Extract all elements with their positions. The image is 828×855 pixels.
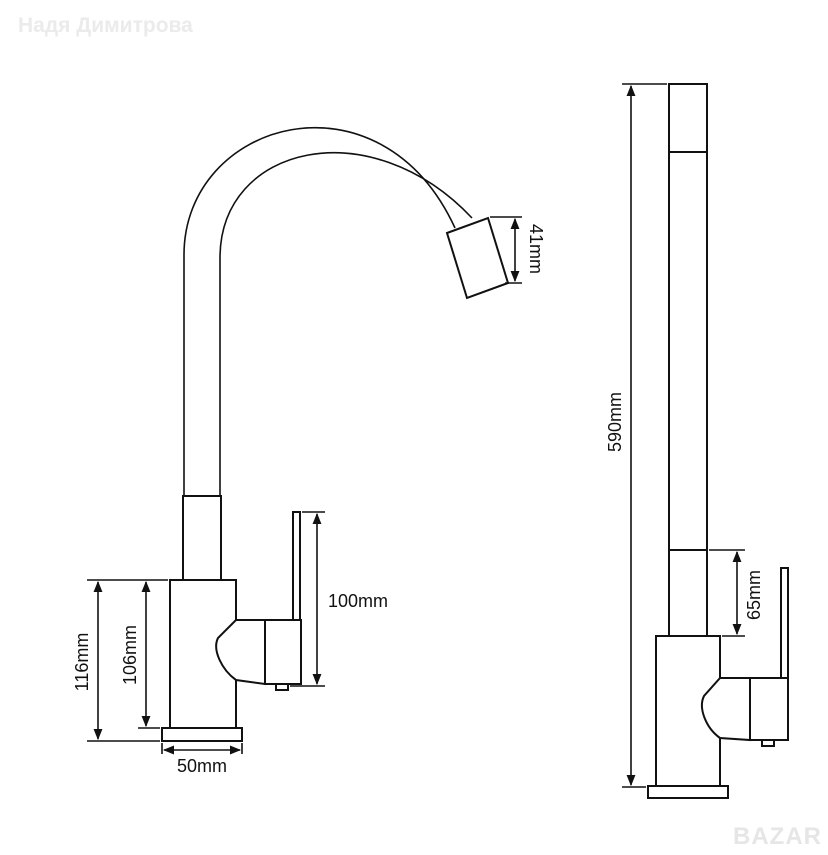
side-handle-lever xyxy=(780,567,789,681)
front-handle-block xyxy=(264,619,302,685)
front-handle-lever xyxy=(292,511,301,621)
side-handle-collar xyxy=(701,677,751,742)
side-base-plate xyxy=(647,785,729,799)
front-view xyxy=(161,126,510,742)
front-dimensions: 116mm 106mm 50mm 100mm 41mm xyxy=(72,216,546,776)
side-handle-block xyxy=(749,677,789,741)
front-handle-collar xyxy=(215,619,266,686)
bazar-logo: BAZAR xyxy=(733,823,822,850)
side-spout-top xyxy=(668,83,708,153)
dim-label-50: 50mm xyxy=(177,756,227,776)
watermark-text: Надя Димитрова xyxy=(18,14,193,37)
front-base-plate xyxy=(161,727,243,742)
side-dimensions: 590mm 65mm xyxy=(605,83,764,788)
side-neck xyxy=(668,549,708,637)
dim-label-100: 100mm xyxy=(328,591,388,611)
front-handle-screw xyxy=(275,683,289,691)
dim-label-41: 41mm xyxy=(526,224,546,274)
side-spout-tube xyxy=(668,151,708,551)
dim-label-106: 106mm xyxy=(120,625,140,685)
dim-label-590: 590mm xyxy=(605,392,625,452)
front-spout-inner xyxy=(219,152,473,496)
front-spout-nozzle xyxy=(445,216,510,300)
dim-label-65: 65mm xyxy=(744,570,764,620)
dim-label-116: 116mm xyxy=(72,633,92,692)
front-neck xyxy=(182,495,222,581)
side-handle-screw xyxy=(761,739,775,747)
front-spout-outer xyxy=(183,126,456,496)
side-view xyxy=(647,83,789,799)
